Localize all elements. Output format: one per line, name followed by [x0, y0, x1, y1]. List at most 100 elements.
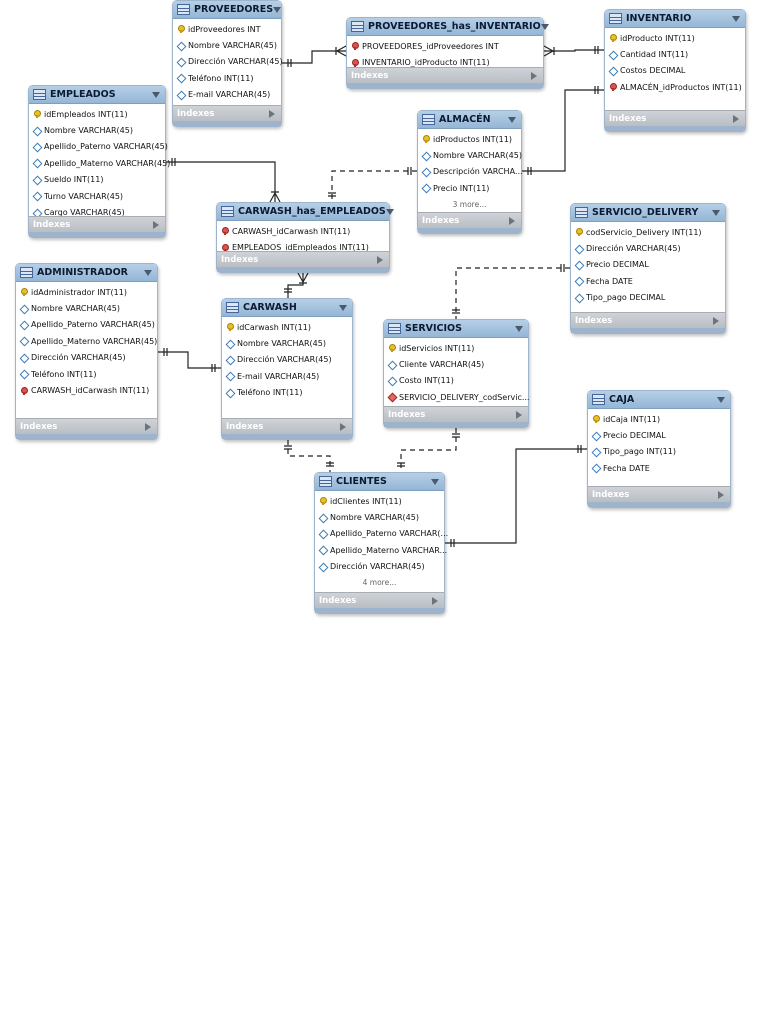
table-header[interactable]: CARWASH [222, 299, 352, 317]
indexes-section[interactable]: Indexes [605, 110, 745, 126]
table-header[interactable]: CARWASH_has_EMPLEADOS [217, 203, 394, 221]
column-row[interactable]: Teléfono INT(11) [173, 70, 281, 86]
column-row[interactable]: Fecha DATE [571, 273, 725, 289]
collapse-caret-icon[interactable] [273, 6, 282, 13]
table-almacen[interactable]: ALMACÉN idProductos INT(11)Nombre VARCHAR… [417, 110, 523, 234]
column-row[interactable]: Costo INT(11) [384, 373, 528, 389]
column-row[interactable]: Cantidad INT(11) [605, 46, 745, 62]
column-row[interactable]: CARWASH_idCarwash INT(11) [16, 382, 157, 398]
column-row[interactable]: Dirección VARCHAR(45) [571, 240, 725, 256]
column-row[interactable]: Apellido_Materno VARCHAR... [315, 542, 447, 558]
table-header[interactable]: ADMINISTRADOR [16, 264, 157, 282]
column-row[interactable]: E-mail VARCHAR(45) [173, 87, 281, 103]
indexes-section[interactable]: Indexes [16, 418, 157, 434]
column-row[interactable]: Cliente VARCHAR(45) [384, 356, 528, 372]
expand-arrow-icon[interactable] [153, 220, 159, 229]
table-header[interactable]: ALMACÉN [418, 111, 521, 129]
table-header[interactable]: INVENTARIO [605, 10, 745, 28]
indexes-section[interactable]: Indexes [347, 67, 543, 83]
indexes-section[interactable]: Indexes [418, 212, 521, 228]
column-row[interactable]: Dirección VARCHAR(45) [222, 352, 352, 368]
column-row[interactable]: Costos DECIMAL [605, 63, 745, 79]
table-empleados[interactable]: EMPLEADOS idEmpleados INT(11)Nombre VARCH… [28, 85, 170, 238]
table-inventario[interactable]: INVENTARIO idProducto INT(11)Cantidad INT… [604, 9, 746, 132]
table-servicio-delivery[interactable]: SERVICIO_DELIVERY codServicio_Delivery IN… [570, 203, 726, 334]
collapse-caret-icon[interactable] [385, 208, 394, 215]
column-row[interactable]: Nombre VARCHAR(45) [418, 147, 522, 163]
column-row[interactable]: E-mail VARCHAR(45) [222, 368, 352, 384]
more-columns-link[interactable]: 3 more... [452, 199, 487, 209]
table-administrador[interactable]: ADMINISTRADOR idAdministrador INT(11)Nomb… [15, 263, 158, 440]
column-row[interactable]: Apellido_Materno VARCHAR(45) [16, 333, 157, 349]
collapse-caret-icon[interactable] [152, 91, 160, 98]
column-row[interactable]: Nombre VARCHAR(45) [315, 509, 444, 525]
indexes-section[interactable]: Indexes [315, 592, 444, 608]
column-row[interactable]: Precio INT(11) [418, 180, 521, 196]
column-row[interactable]: Descripción VARCHA... [418, 164, 523, 180]
expand-arrow-icon[interactable] [531, 71, 537, 80]
indexes-section[interactable]: Indexes [29, 216, 165, 232]
column-row[interactable]: idEmpleados INT(11) [29, 106, 165, 122]
collapse-caret-icon[interactable] [515, 325, 523, 332]
column-row[interactable]: EMPLEADOS_idEmpleados INT(11) [217, 239, 389, 255]
indexes-section[interactable]: Indexes [222, 418, 352, 434]
table-header[interactable]: EMPLEADOS [29, 86, 165, 104]
table-servicios[interactable]: SERVICIOS idServicios INT(11)Cliente VARC… [383, 319, 529, 428]
column-row[interactable]: PROVEEDORES_idProveedores INT [347, 38, 543, 54]
indexes-section[interactable]: Indexes [588, 486, 730, 502]
column-row[interactable]: idCarwash INT(11) [222, 319, 352, 335]
column-row[interactable]: Sueldo INT(11) [29, 172, 165, 188]
table-header[interactable]: PROVEEDORES [173, 1, 282, 19]
expand-arrow-icon[interactable] [733, 114, 739, 123]
collapse-caret-icon[interactable] [508, 116, 516, 123]
more-columns-link[interactable]: 4 more... [362, 577, 397, 587]
column-row[interactable]: idClientes INT(11) [315, 493, 444, 509]
column-row[interactable]: codServicio_Delivery INT(11) [571, 224, 725, 240]
column-row[interactable]: Teléfono INT(11) [16, 366, 157, 382]
table-header[interactable]: CLIENTES [315, 473, 444, 491]
column-row[interactable]: ALMACÉN_idProductos INT(11) [605, 79, 745, 95]
expand-arrow-icon[interactable] [269, 109, 275, 118]
table-header[interactable]: SERVICIO_DELIVERY [571, 204, 725, 222]
column-row[interactable]: Tipo_pago INT(11) [588, 444, 730, 460]
table-header[interactable]: SERVICIOS [384, 320, 528, 338]
column-row[interactable]: Dirección VARCHAR(45) [16, 350, 157, 366]
column-row[interactable]: idCaja INT(11) [588, 411, 730, 427]
collapse-caret-icon[interactable] [712, 209, 720, 216]
collapse-caret-icon[interactable] [339, 304, 347, 311]
expand-arrow-icon[interactable] [145, 422, 151, 431]
column-row[interactable]: Dirección VARCHAR(45) [315, 559, 444, 575]
table-header[interactable]: PROVEEDORES_has_INVENTARIO [347, 18, 549, 36]
column-row[interactable]: idProductos INT(11) [418, 131, 521, 147]
collapse-caret-icon[interactable] [732, 15, 740, 22]
column-row[interactable]: idServicios INT(11) [384, 340, 528, 356]
column-row[interactable]: Dirección VARCHAR(45) [173, 54, 283, 70]
expand-arrow-icon[interactable] [516, 410, 522, 419]
table-header[interactable]: CAJA [588, 391, 730, 409]
column-row[interactable]: idAdministrador INT(11) [16, 284, 157, 300]
collapse-caret-icon[interactable] [540, 23, 549, 30]
table-carwash-has-empleados[interactable]: CARWASH_has_EMPLEADOS CARWASH_idCarwash I… [216, 202, 394, 273]
column-row[interactable]: SERVICIO_DELIVERY_codServic... [384, 389, 529, 405]
table-clientes[interactable]: CLIENTES idClientes INT(11)Nombre VARCHAR… [314, 472, 448, 614]
expand-arrow-icon[interactable] [718, 490, 724, 499]
column-row[interactable]: Nombre VARCHAR(45) [29, 122, 165, 138]
column-row[interactable]: Apellido_Paterno VARCHAR(45) [16, 317, 157, 333]
column-row[interactable]: idProducto INT(11) [605, 30, 745, 46]
column-row[interactable]: Tipo_pago DECIMAL [571, 290, 725, 306]
column-row[interactable]: Nombre VARCHAR(45) [16, 300, 157, 316]
column-row[interactable]: Turno VARCHAR(45) [29, 188, 165, 204]
expand-arrow-icon[interactable] [509, 216, 515, 225]
collapse-caret-icon[interactable] [717, 396, 725, 403]
column-row[interactable]: Teléfono INT(11) [222, 385, 352, 401]
expand-arrow-icon[interactable] [340, 422, 346, 431]
indexes-section[interactable]: Indexes [571, 312, 725, 328]
collapse-caret-icon[interactable] [144, 269, 152, 276]
column-row[interactable]: Apellido_Paterno VARCHAR(45) [29, 139, 168, 155]
expand-arrow-icon[interactable] [377, 255, 383, 264]
column-row[interactable]: Precio DECIMAL [588, 427, 730, 443]
table-proveedores-has-inventario[interactable]: PROVEEDORES_has_INVENTARIO PROVEEDORES_id… [346, 17, 549, 89]
column-row[interactable]: CARWASH_idCarwash INT(11) [217, 223, 389, 239]
indexes-section[interactable]: Indexes [217, 251, 389, 267]
